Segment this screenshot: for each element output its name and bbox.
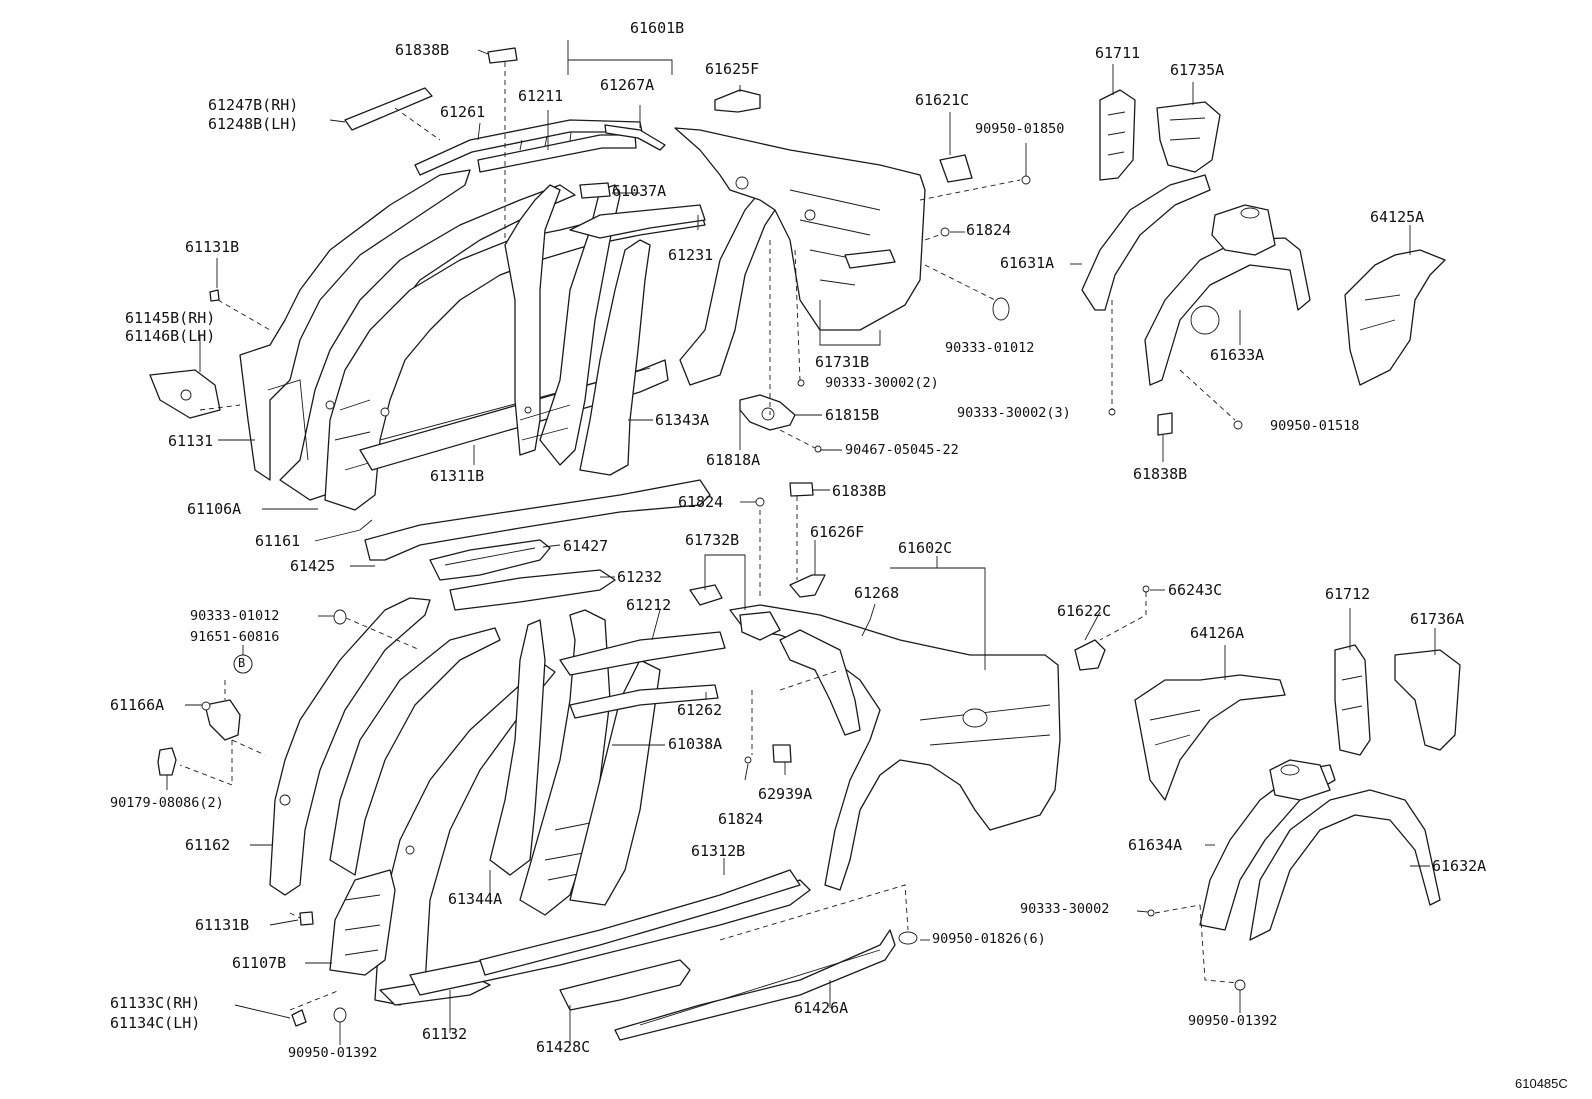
label-61343A: 61343A xyxy=(655,411,710,429)
label-61818A: 61818A xyxy=(706,451,761,469)
label-61711: 61711 xyxy=(1095,44,1141,62)
lower-quarter-outer xyxy=(689,584,1061,891)
label-61232: 61232 xyxy=(617,568,663,586)
dashed-alignment-lines xyxy=(179,62,1239,1011)
label-61312B: 61312B xyxy=(691,842,746,860)
label-64126A: 64126A xyxy=(1190,624,1245,642)
upper-small-parts xyxy=(149,175,1031,453)
lower-side-panel-outer xyxy=(269,597,811,1006)
label-61824-low: 61824 xyxy=(718,810,764,828)
label-61231: 61231 xyxy=(668,246,714,264)
label-90467-05045-22: 90467-05045-22 xyxy=(845,442,959,458)
label-61131: 61131 xyxy=(168,432,214,450)
label-61601B: 61601B xyxy=(630,19,685,37)
upper-wheelhouse xyxy=(1081,89,1446,436)
label-90333-01012-right: 90333-01012 xyxy=(945,340,1035,356)
label-61134C-lh: 61134C(LH) xyxy=(110,1014,201,1032)
label-61262: 61262 xyxy=(677,701,723,719)
label-61626F: 61626F xyxy=(810,523,865,541)
label-61622C: 61622C xyxy=(1057,602,1112,620)
middle-braces xyxy=(333,479,1150,671)
label-62939A: 62939A xyxy=(758,785,813,803)
label-90333-30002-2: 90333-30002(2) xyxy=(825,375,939,391)
lower-left-small-parts xyxy=(157,654,918,1027)
label-61426A: 61426A xyxy=(794,999,849,1017)
label-90950-01518: 90950-01518 xyxy=(1270,418,1360,434)
label-61625F: 61625F xyxy=(705,60,760,78)
label-61212: 61212 xyxy=(626,596,672,614)
label-61211: 61211 xyxy=(518,87,564,105)
label-61712: 61712 xyxy=(1325,585,1371,603)
label-91651-60816: 91651-60816 xyxy=(190,629,280,645)
label-66243C: 66243C xyxy=(1168,581,1223,599)
label-61815B: 61815B xyxy=(825,406,880,424)
leader-lines xyxy=(166,40,1436,1045)
label-90179-08086-2: 90179-08086(2) xyxy=(110,795,224,811)
label-61631A: 61631A xyxy=(1000,254,1055,272)
label-61731B: 61731B xyxy=(815,353,870,371)
label-61261: 61261 xyxy=(440,103,486,121)
label-61732B: 61732B xyxy=(685,531,740,549)
label-64125A: 64125A xyxy=(1370,208,1425,226)
label-61427: 61427 xyxy=(563,537,609,555)
label-61838B-right: 61838B xyxy=(1133,465,1188,483)
callout-letter-b: B xyxy=(238,656,246,670)
label-90950-01850: 90950-01850 xyxy=(975,121,1065,137)
label-61425: 61425 xyxy=(290,557,336,575)
label-90950-01826-6: 90950-01826(6) xyxy=(932,931,1046,947)
upper-side-panel-inner xyxy=(239,169,791,511)
label-61632A: 61632A xyxy=(1432,857,1487,875)
label-61131B-top: 61131B xyxy=(185,238,240,256)
label-61248B-lh: 61248B(LH) xyxy=(208,115,299,133)
label-61146B-lh: 61146B(LH) xyxy=(125,327,216,345)
label-61633A: 61633A xyxy=(1210,346,1265,364)
label-90950-01392-left: 90950-01392 xyxy=(288,1045,378,1061)
label-61161: 61161 xyxy=(255,532,301,550)
lower-wheelhouse xyxy=(1134,644,1461,991)
label-61268: 61268 xyxy=(854,584,900,602)
upper-quarter-inner xyxy=(674,127,973,331)
label-61621C: 61621C xyxy=(915,91,970,109)
lower-sill-members xyxy=(559,929,896,1041)
label-61131B-low: 61131B xyxy=(195,916,250,934)
figure-code: 610485C xyxy=(1515,1076,1568,1091)
label-61162: 61162 xyxy=(185,836,231,854)
label-61132: 61132 xyxy=(422,1025,468,1043)
label-61838B-mid: 61838B xyxy=(832,482,887,500)
label-61107B: 61107B xyxy=(232,954,287,972)
label-61267A: 61267A xyxy=(600,76,655,94)
label-61145B-rh: 61145B(RH) xyxy=(125,309,216,327)
label-61428C: 61428C xyxy=(536,1038,591,1056)
label-61311B: 61311B xyxy=(430,467,485,485)
label-61736A: 61736A xyxy=(1410,610,1465,628)
label-61634A: 61634A xyxy=(1128,836,1183,854)
label-90950-01392-right: 90950-01392 xyxy=(1188,1013,1278,1029)
label-61824-top: 61824 xyxy=(966,221,1012,239)
label-90333-01012-left: 90333-01012 xyxy=(190,608,280,624)
label-61037A: 61037A xyxy=(612,182,667,200)
label-61166A: 61166A xyxy=(110,696,165,714)
label-61133C-rh: 61133C(RH) xyxy=(110,994,201,1012)
label-61038A: 61038A xyxy=(668,735,723,753)
label-61824-mid: 61824 xyxy=(678,493,724,511)
label-61344A: 61344A xyxy=(448,890,503,908)
label-61735A: 61735A xyxy=(1170,61,1225,79)
label-61247B-rh: 61247B(RH) xyxy=(208,96,299,114)
label-61838B-top: 61838B xyxy=(395,41,450,59)
label-61602C: 61602C xyxy=(898,539,953,557)
label-90333-30002-3: 90333-30002(3) xyxy=(957,405,1071,421)
label-61106A: 61106A xyxy=(187,500,242,518)
label-90333-30002-low: 90333-30002 xyxy=(1020,901,1110,917)
